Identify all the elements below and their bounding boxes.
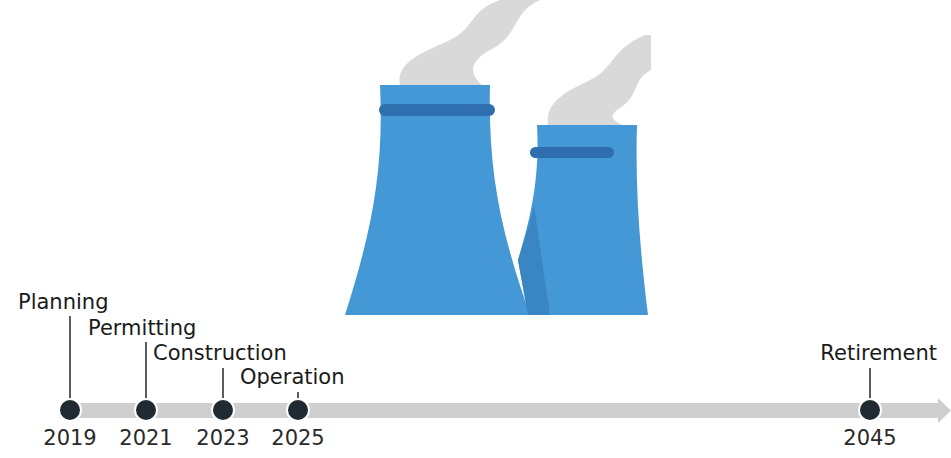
smoke bbox=[400, 0, 540, 85]
year-label: 2021 bbox=[119, 427, 172, 450]
leader-line bbox=[869, 368, 871, 400]
leader-line bbox=[69, 316, 71, 400]
stage-label: Retirement bbox=[820, 342, 937, 365]
timeline-bar bbox=[60, 403, 940, 418]
stage-label: Permitting bbox=[88, 317, 196, 340]
milestone-dots bbox=[59, 399, 881, 421]
year-label: 2025 bbox=[271, 427, 324, 450]
year-label: 2045 bbox=[843, 427, 896, 450]
timeline-arrow bbox=[938, 398, 951, 423]
milestone-dot bbox=[135, 399, 157, 421]
smoke bbox=[548, 35, 651, 125]
leader-line bbox=[145, 342, 147, 400]
tower-shade bbox=[518, 205, 550, 315]
milestone-dot bbox=[59, 399, 81, 421]
milestone-dot bbox=[212, 399, 234, 421]
cooling-tower bbox=[345, 85, 530, 315]
tower-band bbox=[530, 147, 614, 158]
year-label: 2019 bbox=[43, 427, 96, 450]
stage-label: Operation bbox=[240, 366, 345, 389]
year-label: 2023 bbox=[196, 427, 249, 450]
leader-line bbox=[222, 368, 224, 400]
leader-lines bbox=[70, 316, 870, 400]
stage-label: Construction bbox=[153, 342, 287, 365]
milestone-dot bbox=[859, 399, 881, 421]
milestone-dot bbox=[287, 399, 309, 421]
cooling-tower bbox=[518, 125, 648, 315]
tower-band bbox=[379, 104, 495, 116]
stage-label: Planning bbox=[18, 291, 108, 314]
